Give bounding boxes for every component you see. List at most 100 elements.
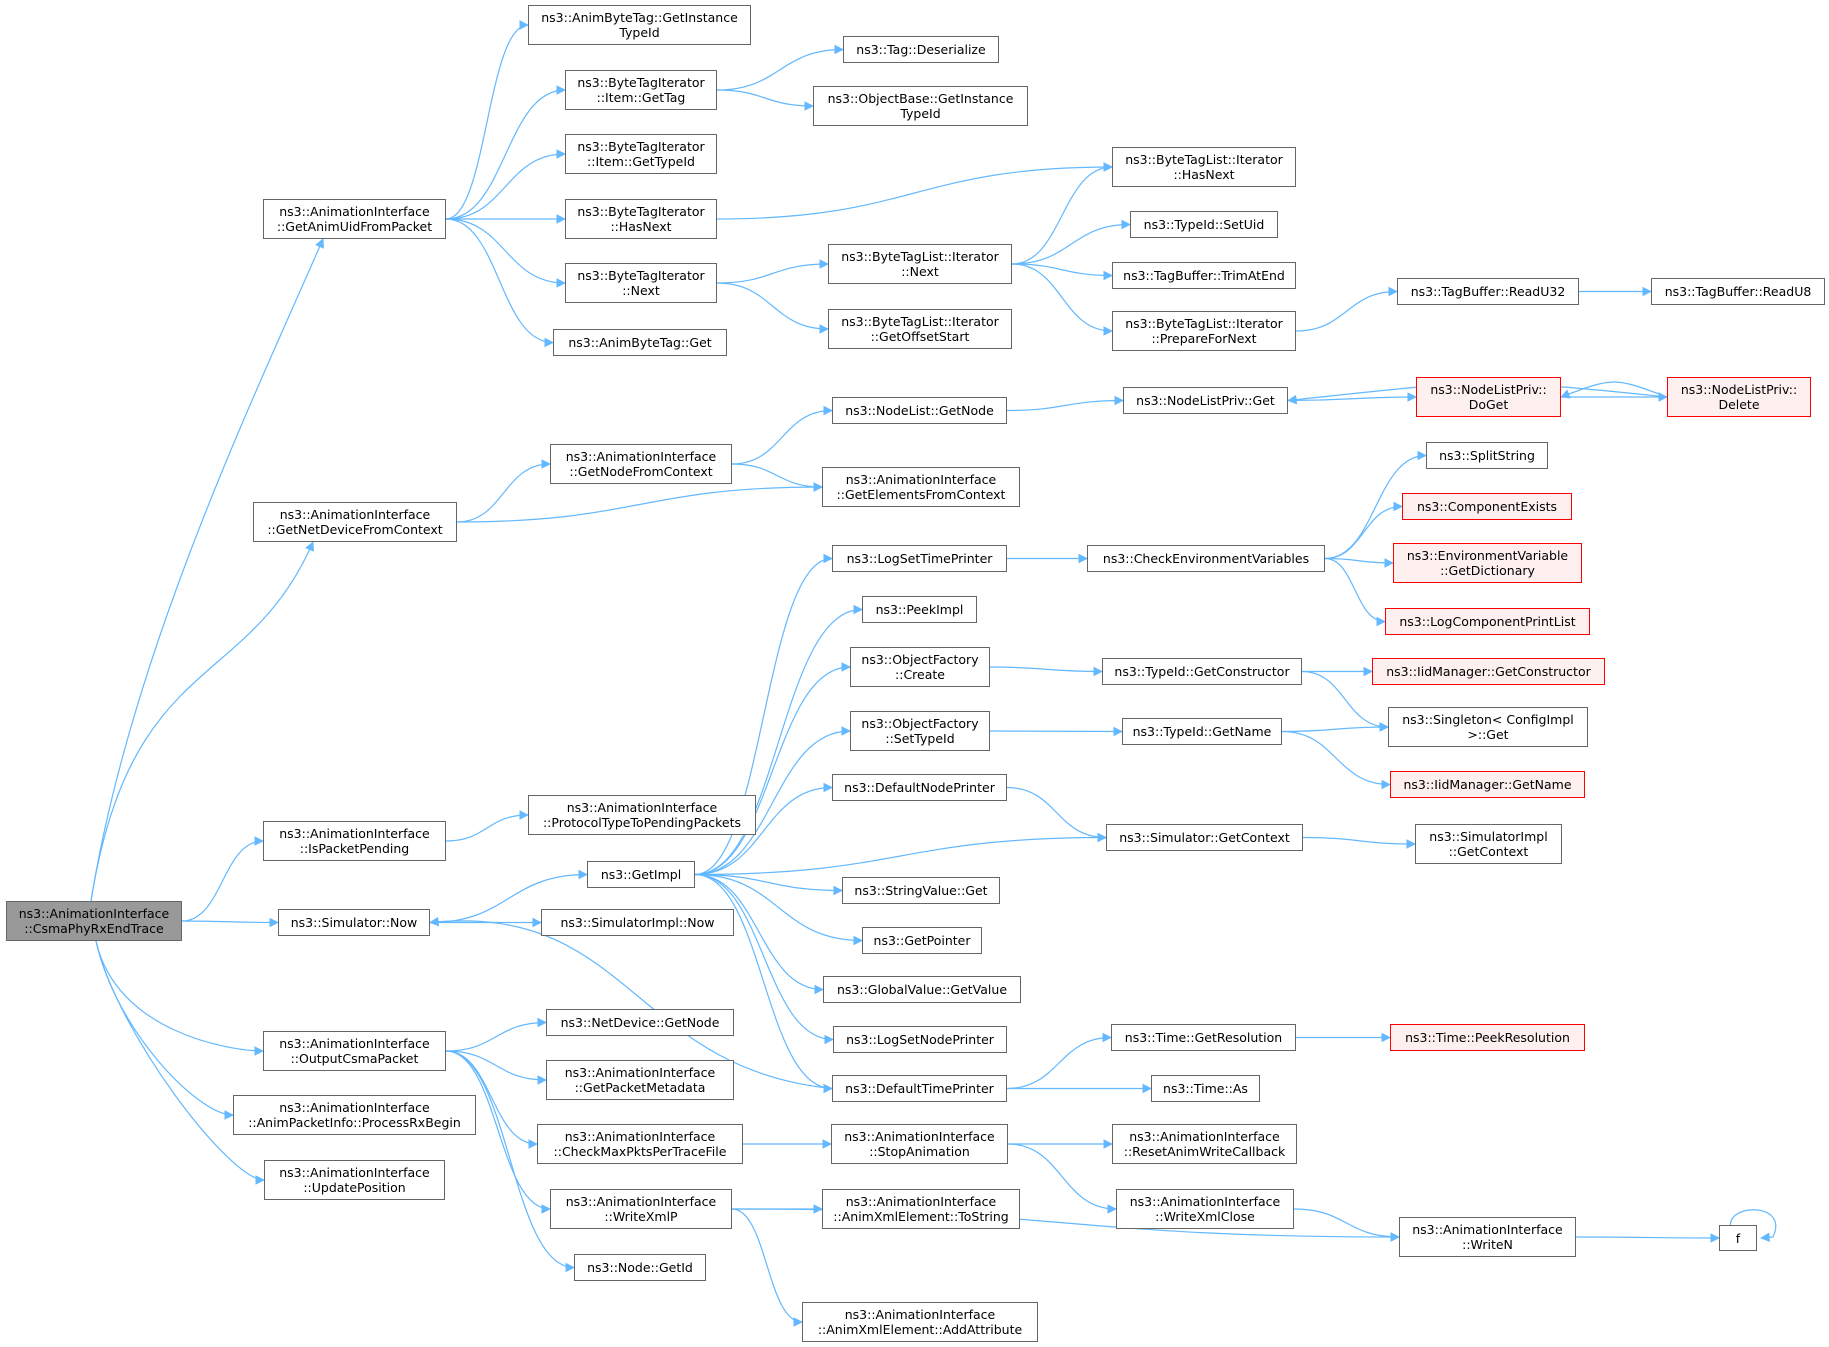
edge-getNetDevFromCtx-to-getNodeFromCtx — [456, 459, 551, 523]
graph-node-getPointer[interactable]: ns3::GetPointer — [862, 927, 982, 954]
graph-node-nodeListPrivGet[interactable]: ns3::NodeListPriv::Get — [1123, 387, 1288, 414]
graph-node-getElemFromCtx[interactable]: ns3::AnimationInterface::GetElementsFrom… — [822, 467, 1020, 507]
edge-getImpl-to-globalValueGetValue — [694, 873, 824, 995]
graph-node-tagBufReadU8[interactable]: ns3::TagBuffer::ReadU8 — [1651, 278, 1825, 305]
graph-node-simImplNow[interactable]: ns3::SimulatorImpl::Now — [541, 909, 734, 936]
graph-node-label: ::GetNetDeviceFromContext — [267, 522, 443, 537]
graph-node-globalValueGetValue[interactable]: ns3::GlobalValue::GetValue — [823, 976, 1021, 1003]
graph-node-label: ns3::ByteTagIterator — [577, 204, 705, 219]
graph-node-simNow[interactable]: ns3::Simulator::Now — [278, 909, 430, 936]
graph-node-typeIdGetCtor[interactable]: ns3::TypeId::GetConstructor — [1102, 658, 1302, 685]
graph-node-netDevGetNode[interactable]: ns3::NetDevice::GetNode — [546, 1009, 734, 1036]
graph-node-btlIterGetOffset[interactable]: ns3::ByteTagList::Iterator::GetOffsetSta… — [828, 309, 1012, 349]
graph-node-tagDeserialize[interactable]: ns3::Tag::Deserialize — [843, 36, 999, 63]
graph-node-nodeGetId[interactable]: ns3::Node::GetId — [574, 1254, 706, 1281]
graph-node-timeGetRes[interactable]: ns3::Time::GetResolution — [1111, 1024, 1296, 1051]
graph-node-timeAs[interactable]: ns3::Time::As — [1151, 1075, 1260, 1102]
graph-node-label: ns3::ObjectBase::GetInstance — [827, 91, 1014, 106]
graph-node-checkMaxPkts[interactable]: ns3::AnimationInterface::CheckMaxPktsPer… — [537, 1124, 743, 1164]
edge-typeIdGetCtor-to-singletonGet — [1301, 670, 1389, 732]
graph-node-typeIdSetUid[interactable]: ns3::TypeId::SetUid — [1130, 211, 1278, 238]
graph-node-writeXmlClose[interactable]: ns3::AnimationInterface::WriteXmlClose — [1116, 1189, 1294, 1229]
graph-node-label: ns3::Node::GetId — [587, 1260, 693, 1275]
graph-node-outputCsmaPacket[interactable]: ns3::AnimationInterface::OutputCsmaPacke… — [263, 1031, 446, 1071]
edge-outputCsmaPacket-to-netDevGetNode — [445, 1017, 547, 1052]
graph-node-label: ns3::SplitString — [1439, 448, 1535, 463]
graph-node-stopAnimation[interactable]: ns3::AnimationInterface::StopAnimation — [831, 1124, 1008, 1164]
graph-node-nodeListGetNode[interactable]: ns3::NodeList::GetNode — [832, 397, 1007, 424]
graph-node-protoTypeToPending[interactable]: ns3::AnimationInterface::ProtocolTypeToP… — [528, 795, 756, 835]
graph-node-logCompPrintList[interactable]: ns3::LogComponentPrintList — [1385, 608, 1590, 635]
graph-node-resetAnimWrite[interactable]: ns3::AnimationInterface::ResetAnimWriteC… — [1112, 1124, 1297, 1164]
graph-node-iidMgrGetCtor[interactable]: ns3::IidManager::GetConstructor — [1372, 658, 1605, 685]
graph-node-getImpl[interactable]: ns3::GetImpl — [587, 861, 695, 888]
graph-node-f[interactable]: f — [1719, 1225, 1757, 1251]
graph-node-root[interactable]: ns3::AnimationInterface::CsmaPhyRxEndTra… — [6, 901, 182, 941]
graph-node-writeN[interactable]: ns3::AnimationInterface::WriteN — [1399, 1217, 1576, 1257]
graph-node-label: ns3::AnimByteTag::GetInstance — [541, 10, 738, 25]
edge-root-to-isPacketPending — [181, 836, 264, 922]
graph-node-envVarGetDict[interactable]: ns3::EnvironmentVariable::GetDictionary — [1393, 543, 1582, 583]
graph-node-btiHasNext[interactable]: ns3::ByteTagIterator::HasNext — [565, 199, 717, 239]
graph-node-getNodeFromCtx[interactable]: ns3::AnimationInterface::GetNodeFromCont… — [550, 444, 732, 484]
graph-node-typeIdGetName[interactable]: ns3::TypeId::GetName — [1122, 718, 1282, 745]
graph-node-label: ns3::StringValue::Get — [854, 883, 988, 898]
graph-node-getPacketMetadata[interactable]: ns3::AnimationInterface::GetPacketMetada… — [546, 1060, 734, 1100]
graph-node-label: ns3::TagBuffer::TrimAtEnd — [1123, 268, 1285, 283]
graph-node-btlIterPrepare[interactable]: ns3::ByteTagList::Iterator::PrepareForNe… — [1112, 311, 1296, 351]
graph-node-label: f — [1735, 1230, 1741, 1246]
graph-node-label: ns3::DefaultTimePrinter — [845, 1081, 994, 1096]
graph-node-stringValueGet[interactable]: ns3::StringValue::Get — [842, 877, 1000, 904]
graph-node-objFactCreate[interactable]: ns3::ObjectFactory::Create — [850, 647, 990, 687]
graph-node-defaultTimePrinter[interactable]: ns3::DefaultTimePrinter — [832, 1075, 1007, 1102]
graph-node-label: ::CsmaPhyRxEndTrace — [24, 921, 164, 936]
graph-node-getNetDevFromCtx[interactable]: ns3::AnimationInterface::GetNetDeviceFro… — [253, 502, 457, 542]
graph-node-logSetTimePrinter[interactable]: ns3::LogSetTimePrinter — [832, 545, 1007, 572]
graph-node-animPktInfoProcRx[interactable]: ns3::AnimationInterface::AnimPacketInfo:… — [233, 1095, 476, 1135]
graph-node-label: ::GetAnimUidFromPacket — [276, 219, 433, 234]
graph-node-animXmlAddAttr[interactable]: ns3::AnimationInterface::AnimXmlElement:… — [802, 1302, 1038, 1342]
graph-node-nodeListPrivDelete[interactable]: ns3::NodeListPriv::Delete — [1667, 377, 1811, 417]
edge-btlIterNext-to-tagBufTrim — [1011, 263, 1113, 281]
graph-node-nodeListPrivDoGet[interactable]: ns3::NodeListPriv::DoGet — [1416, 377, 1561, 417]
graph-node-tagBufTrim[interactable]: ns3::TagBuffer::TrimAtEnd — [1112, 262, 1296, 289]
edge-getNodeFromCtx-to-nodeListGetNode — [731, 405, 833, 465]
edge-root-to-simNow — [181, 917, 279, 928]
graph-node-btlIterHasNext[interactable]: ns3::ByteTagList::Iterator::HasNext — [1112, 147, 1296, 187]
graph-node-label: ns3::NodeListPriv:: — [1680, 382, 1798, 397]
graph-node-splitString[interactable]: ns3::SplitString — [1426, 442, 1548, 469]
graph-node-simImplGetContext[interactable]: ns3::SimulatorImpl::GetContext — [1415, 824, 1562, 864]
graph-node-animXmlToString[interactable]: ns3::AnimationInterface::AnimXmlElement:… — [822, 1189, 1020, 1229]
graph-node-updatePosition[interactable]: ns3::AnimationInterface::UpdatePosition — [264, 1160, 445, 1200]
graph-node-iidMgrGetName[interactable]: ns3::IidManager::GetName — [1390, 771, 1585, 798]
graph-node-label: ::ResetAnimWriteCallback — [1123, 1144, 1286, 1159]
graph-node-logSetNodePrinter[interactable]: ns3::LogSetNodePrinter — [833, 1026, 1007, 1053]
graph-node-btiItemGetTag[interactable]: ns3::ByteTagIterator::Item::GetTag — [565, 70, 717, 110]
graph-node-timePeekRes[interactable]: ns3::Time::PeekResolution — [1390, 1024, 1585, 1051]
graph-node-getAnimUid[interactable]: ns3::AnimationInterface::GetAnimUidFromP… — [263, 199, 446, 239]
graph-node-tagBufReadU32[interactable]: ns3::TagBuffer::ReadU32 — [1397, 278, 1579, 305]
graph-node-objFactSetTypeId[interactable]: ns3::ObjectFactory::SetTypeId — [850, 711, 990, 751]
graph-node-btiNext[interactable]: ns3::ByteTagIterator::Next — [565, 263, 717, 303]
graph-node-label: ::Next — [901, 264, 939, 279]
graph-node-componentExists[interactable]: ns3::ComponentExists — [1402, 493, 1572, 520]
graph-node-singletonGet[interactable]: ns3::Singleton< ConfigImpl >::Get — [1388, 707, 1588, 747]
graph-node-btlIterNext[interactable]: ns3::ByteTagList::Iterator::Next — [828, 244, 1012, 284]
graph-node-label: ::AnimPacketInfo::ProcessRxBegin — [248, 1115, 461, 1130]
graph-node-checkEnvVars[interactable]: ns3::CheckEnvironmentVariables — [1087, 545, 1325, 572]
graph-node-simGetContext[interactable]: ns3::Simulator::GetContext — [1106, 824, 1303, 851]
graph-node-label: ns3::NodeListPriv::Get — [1136, 393, 1275, 408]
graph-node-writeXmlP[interactable]: ns3::AnimationInterface::WriteXmlP — [550, 1189, 732, 1229]
graph-node-peekImpl[interactable]: ns3::PeekImpl — [862, 596, 977, 623]
edge-isPacketPending-to-protoTypeToPending — [445, 810, 529, 842]
graph-node-label: ns3::AnimationInterface — [279, 1100, 430, 1115]
graph-node-animByteTagGet[interactable]: ns3::AnimByteTag::Get — [553, 329, 727, 356]
graph-node-btiItemGetTypeId[interactable]: ns3::ByteTagIterator::Item::GetTypeId — [565, 134, 717, 174]
edge-outputCsmaPacket-to-getPacketMetadata — [445, 1050, 547, 1085]
graph-node-defaultNodePrinter[interactable]: ns3::DefaultNodePrinter — [832, 774, 1007, 801]
graph-node-isPacketPending[interactable]: ns3::AnimationInterface::IsPacketPending — [263, 821, 446, 861]
graph-node-label: ::GetPacketMetadata — [574, 1080, 706, 1095]
